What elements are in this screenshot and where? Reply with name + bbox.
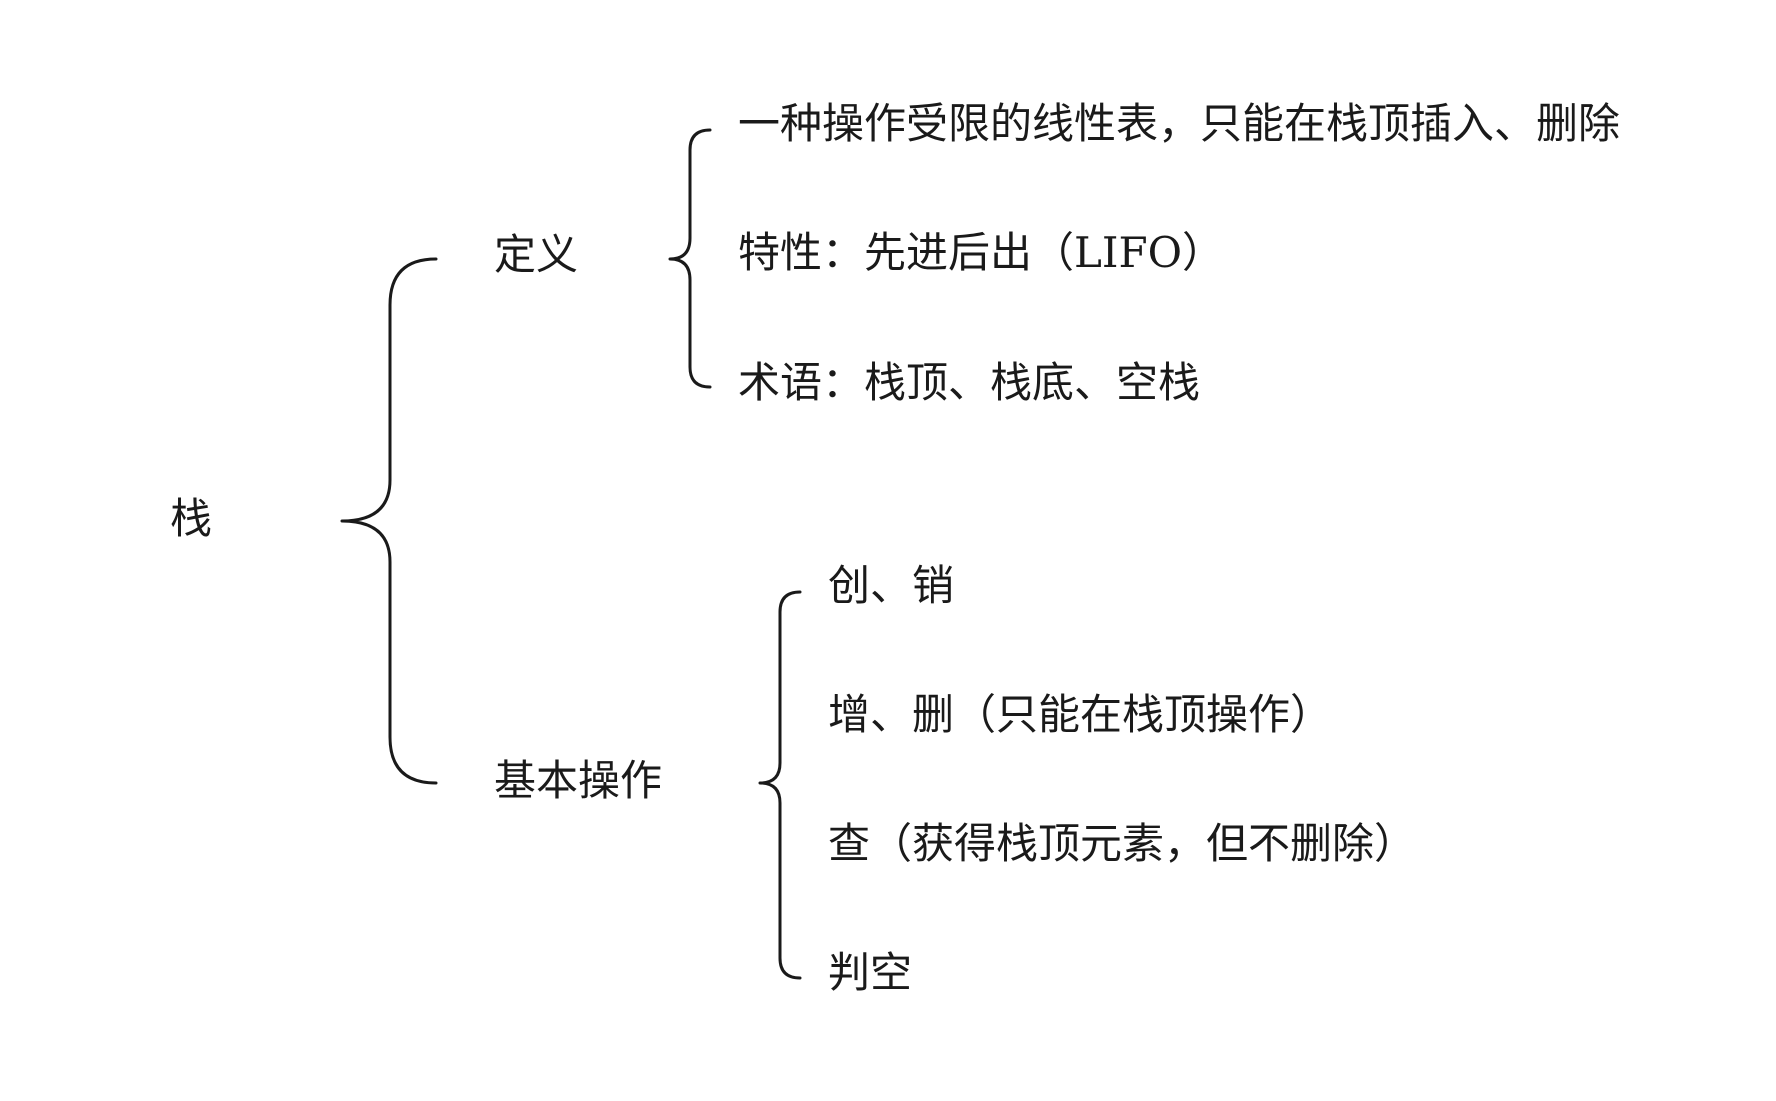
operation-item: 判空 [828,948,913,997]
definition-node: 定义 [494,230,579,279]
operation-item: 创、销 [828,561,955,610]
definition-brace [668,128,712,389]
operations-brace [758,590,802,980]
operations-node: 基本操作 [494,756,663,805]
definition-item: 一种操作受限的线性表，只能在栈顶插入、删除 [738,99,1621,148]
operation-item: 查（获得栈顶元素，但不删除） [828,819,1417,868]
definition-item: 特性：先进后出（LIFO） [738,228,1225,277]
definition-item: 术语：栈顶、栈底、空栈 [738,358,1201,407]
operation-item: 增、删（只能在栈顶操作） [828,690,1333,739]
root-brace [340,257,438,785]
root-node: 栈 [170,494,213,543]
